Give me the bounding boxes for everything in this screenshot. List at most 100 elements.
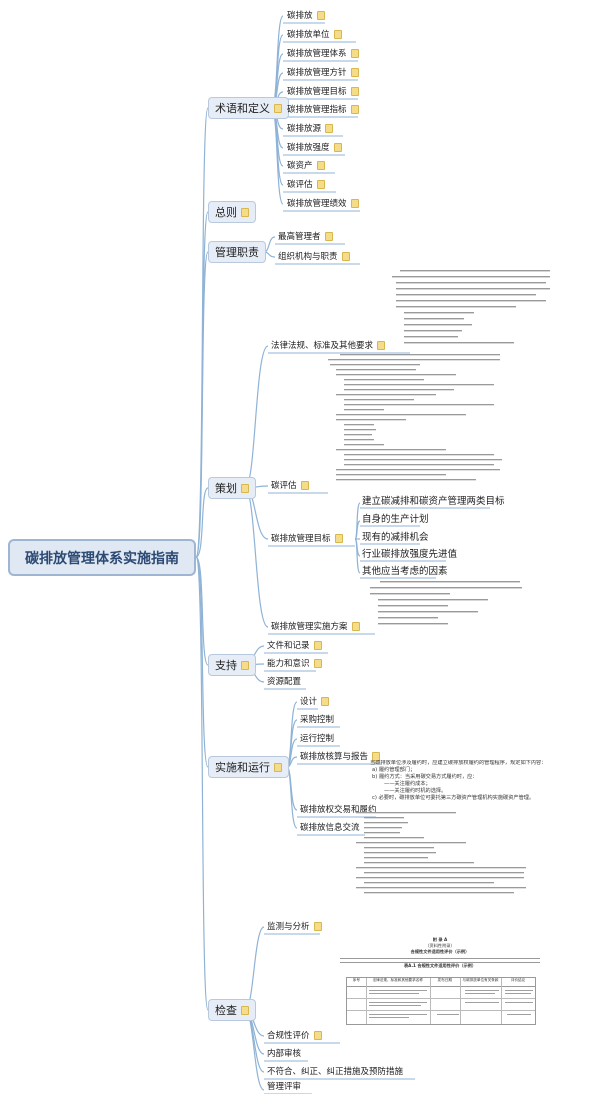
leaf-node[interactable]: 碳评估	[271, 480, 309, 492]
note-icon	[324, 232, 333, 241]
target-item[interactable]: 其他应当考虑的因素	[362, 566, 448, 577]
note-icon	[350, 199, 359, 208]
leaf-node[interactable]: 监测与分析	[267, 921, 322, 933]
leaf-node[interactable]: 碳排放管理体系	[287, 48, 359, 60]
table-header-cell: 与碳排放单位有关条款	[462, 978, 499, 982]
leaf-node[interactable]: 运行控制	[300, 734, 335, 744]
leaf-node[interactable]: 碳排放权交易和履约	[300, 805, 377, 815]
appendix-intro-lines	[340, 955, 540, 963]
appendix-kind: （资料性附录）	[425, 943, 455, 948]
leaf-node[interactable]: 资源配置	[267, 677, 302, 687]
note-trade-item: a) 履约管理部门；	[372, 767, 416, 773]
leaf-node[interactable]: 不符合、纠正、纠正措施及预防措施	[267, 1067, 404, 1077]
leaf-node[interactable]: 最高管理者	[278, 231, 333, 243]
target-item[interactable]: 现有的减排机会	[362, 532, 429, 543]
leaf-node[interactable]: 能力和意识	[267, 658, 322, 670]
leaf-node[interactable]: 设计	[300, 696, 330, 708]
note-icon	[350, 68, 359, 77]
leaf-node[interactable]: 组织机构与职责	[278, 251, 350, 263]
leaf-node[interactable]: 碳排放强度	[287, 142, 342, 154]
branch-support[interactable]: 支持	[208, 654, 256, 676]
note-icon	[351, 622, 360, 631]
target-item[interactable]: 建立碳减排和碳资产管理两类目标	[362, 496, 505, 507]
leaf-node[interactable]: 碳排放单位	[287, 29, 342, 41]
branch-label: 总则	[215, 206, 237, 219]
note-icon	[333, 30, 342, 39]
note-trade-item: b) 履约方式：当采用碳交易方式履约时，应：	[372, 774, 478, 780]
branch-label: 术语和定义	[215, 102, 270, 115]
leaf-node[interactable]: 碳评估	[287, 179, 325, 191]
table-header-cell: 序号	[352, 978, 360, 982]
note-icon	[274, 103, 282, 113]
leaf-node[interactable]: 内部审核	[267, 1049, 302, 1059]
leaf-node[interactable]: 法律法规、标准及其他要求	[271, 340, 386, 352]
table-col	[459, 978, 461, 1024]
target-item[interactable]: 自身的生产计划	[362, 514, 429, 525]
note-trade-item: c) 必要时，碳排放单位可委托第三方碳资产管理机构实施碳资产管理。	[372, 795, 535, 801]
leaf-node[interactable]: 文件和记录	[267, 640, 322, 652]
leaf-node[interactable]: 合规性评价	[267, 1030, 322, 1042]
note-icon	[321, 697, 330, 706]
note-icon	[313, 1031, 322, 1040]
note-icon	[316, 11, 325, 20]
table-row	[347, 998, 535, 999]
branch-label: 支持	[215, 659, 237, 672]
note-icon	[313, 659, 322, 668]
leaf-node[interactable]: 碳排放管理绩效	[287, 198, 359, 210]
leaf-node[interactable]: 碳排放管理实施方案	[271, 621, 360, 633]
branch-label: 检查	[215, 1004, 237, 1017]
table-cell-lines	[369, 990, 533, 1018]
note-icon	[372, 752, 381, 761]
leaf-node[interactable]: 碳排放	[287, 10, 325, 22]
note-image-plan	[370, 581, 522, 625]
branch-planning[interactable]: 策划	[208, 477, 256, 499]
root-node[interactable]: 碳排放管理体系实施指南	[8, 539, 196, 576]
leaf-node[interactable]: 碳排放管理方针	[287, 67, 359, 79]
table-header-cell: 法律法规、标准和其他要求名称	[372, 978, 423, 982]
appendix-title: 合规性文件适用性评价（示例）	[410, 949, 470, 954]
appendix-label: 附 录 A	[432, 937, 448, 942]
table-col	[429, 978, 431, 1024]
appendix-table: 序号 法律法规、标准和其他要求名称 发布日期 与碳排放单位有关条款 评价结论	[346, 977, 536, 1025]
leaf-node[interactable]: 碳排放源	[287, 123, 334, 135]
note-icon	[325, 124, 334, 133]
note-icon	[313, 641, 322, 650]
note-trade: 当碳排放单位涉及履约时，应建立碳排放权履约的管理程序，规定如下内容： a) 履约…	[370, 760, 595, 810]
branch-check[interactable]: 检查	[208, 999, 256, 1021]
branch-management[interactable]: 管理职责	[208, 241, 266, 263]
note-image-laws	[392, 270, 550, 344]
table-header-cell: 评价结论	[510, 978, 526, 982]
note-icon	[341, 252, 350, 261]
note-icon	[316, 161, 325, 170]
branch-label: 实施和运行	[215, 761, 270, 774]
note-icon	[300, 481, 309, 490]
branch-terms[interactable]: 术语和定义	[208, 97, 289, 119]
note-icon	[377, 341, 386, 350]
leaf-node[interactable]: 碳排放核算与报告	[300, 751, 381, 763]
note-icon	[350, 105, 359, 114]
target-item[interactable]: 行业碳排放强度先进值	[362, 549, 458, 560]
note-icon	[274, 762, 282, 772]
table-col	[501, 978, 503, 1024]
appendix-table-header: 序号 法律法规、标准和其他要求名称 发布日期 与碳排放单位有关条款 评价结论	[347, 978, 535, 987]
leaf-node[interactable]: 碳排放管理指标	[287, 104, 359, 116]
branch-general[interactable]: 总则	[208, 201, 256, 223]
leaf-node[interactable]: 碳排放管理目标	[287, 86, 359, 98]
note-icon	[316, 180, 325, 189]
note-icon	[241, 660, 249, 670]
leaf-node[interactable]: 碳排放管理目标	[271, 533, 343, 545]
appendix-table-title: 表A.1 合规性文件适用性评价（示例）	[403, 963, 477, 968]
note-trade-item: ——关注履约时机的选择。	[384, 788, 447, 794]
note-icon	[350, 87, 359, 96]
note-icon	[334, 534, 343, 543]
table-header-cell: 发布日期	[437, 978, 452, 982]
leaf-node[interactable]: 采购控制	[300, 715, 335, 725]
leaf-node[interactable]: 碳排放信息交流	[300, 823, 360, 833]
note-appendix: 附 录 A （资料性附录） 合规性文件适用性评价（示例） 表A.1 合规性文件适…	[340, 937, 540, 1027]
branch-implementation[interactable]: 实施和运行	[208, 756, 289, 778]
note-image-assessment	[328, 354, 502, 481]
leaf-node[interactable]: 碳资产	[287, 160, 325, 172]
table-col	[365, 978, 367, 1024]
leaf-node[interactable]: 管理评审	[267, 1082, 302, 1092]
